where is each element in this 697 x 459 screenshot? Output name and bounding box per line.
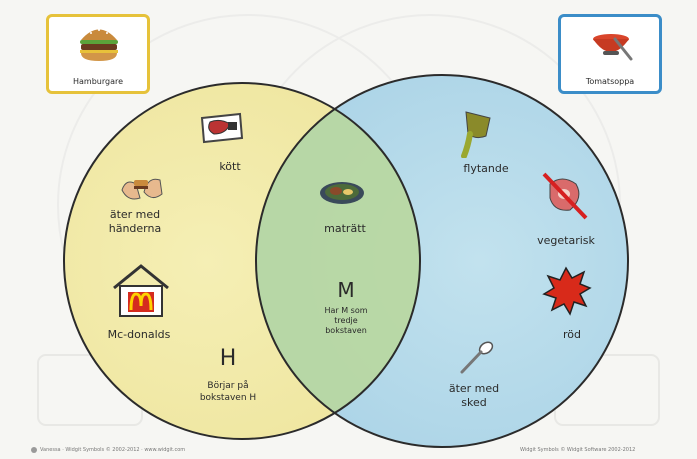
spoon-icon <box>460 341 494 374</box>
red-splash-icon <box>542 266 592 316</box>
mcdonalds-house-icon <box>113 264 169 317</box>
vegetarisk-label: vegetarisk <box>537 234 595 247</box>
hands-eating-icon <box>121 178 163 200</box>
hamburgare-label: Hamburgare <box>72 77 124 86</box>
borjar-pa-bokstaven-h-label: Börjar på bokstaven H <box>199 381 257 403</box>
rod-label: röd <box>563 328 581 341</box>
soup-bowl-icon <box>593 34 633 61</box>
dinner-plate-icon <box>320 182 364 204</box>
matratt-label: maträtt <box>324 222 366 235</box>
ater-med-handerna-label: äter med händerna <box>108 208 162 235</box>
crossed-meat-icon <box>542 172 588 220</box>
tomatsoppa-label: Tomatsoppa <box>585 77 635 86</box>
tomatsoppa-card[interactable]: Tomatsoppa <box>558 14 662 94</box>
pouring-liquid-icon <box>461 111 491 158</box>
ater-med-sked-label: äter med sked <box>448 382 500 409</box>
hamburgare-card[interactable]: Hamburgare <box>46 14 150 94</box>
footer-credit-right: Widgit Symbols © Widgit Software 2002-20… <box>520 447 636 453</box>
hamburger-icon <box>80 29 118 61</box>
mc-donalds-label: Mc-donalds <box>107 328 171 341</box>
footer-credit-left: Vanessa · Widgit Symbols © 2002-2012 · w… <box>40 447 186 453</box>
left-letter-h: H <box>219 346 237 371</box>
kott-label: kött <box>219 160 241 173</box>
meat-package-icon <box>200 112 244 144</box>
intersection-letter-m: M <box>337 278 355 302</box>
intersection-region <box>256 83 420 439</box>
flytande-label: flytande <box>463 162 509 175</box>
har-m-som-tredje-bokstaven-label: Har M som tredje bokstaven <box>324 306 368 335</box>
